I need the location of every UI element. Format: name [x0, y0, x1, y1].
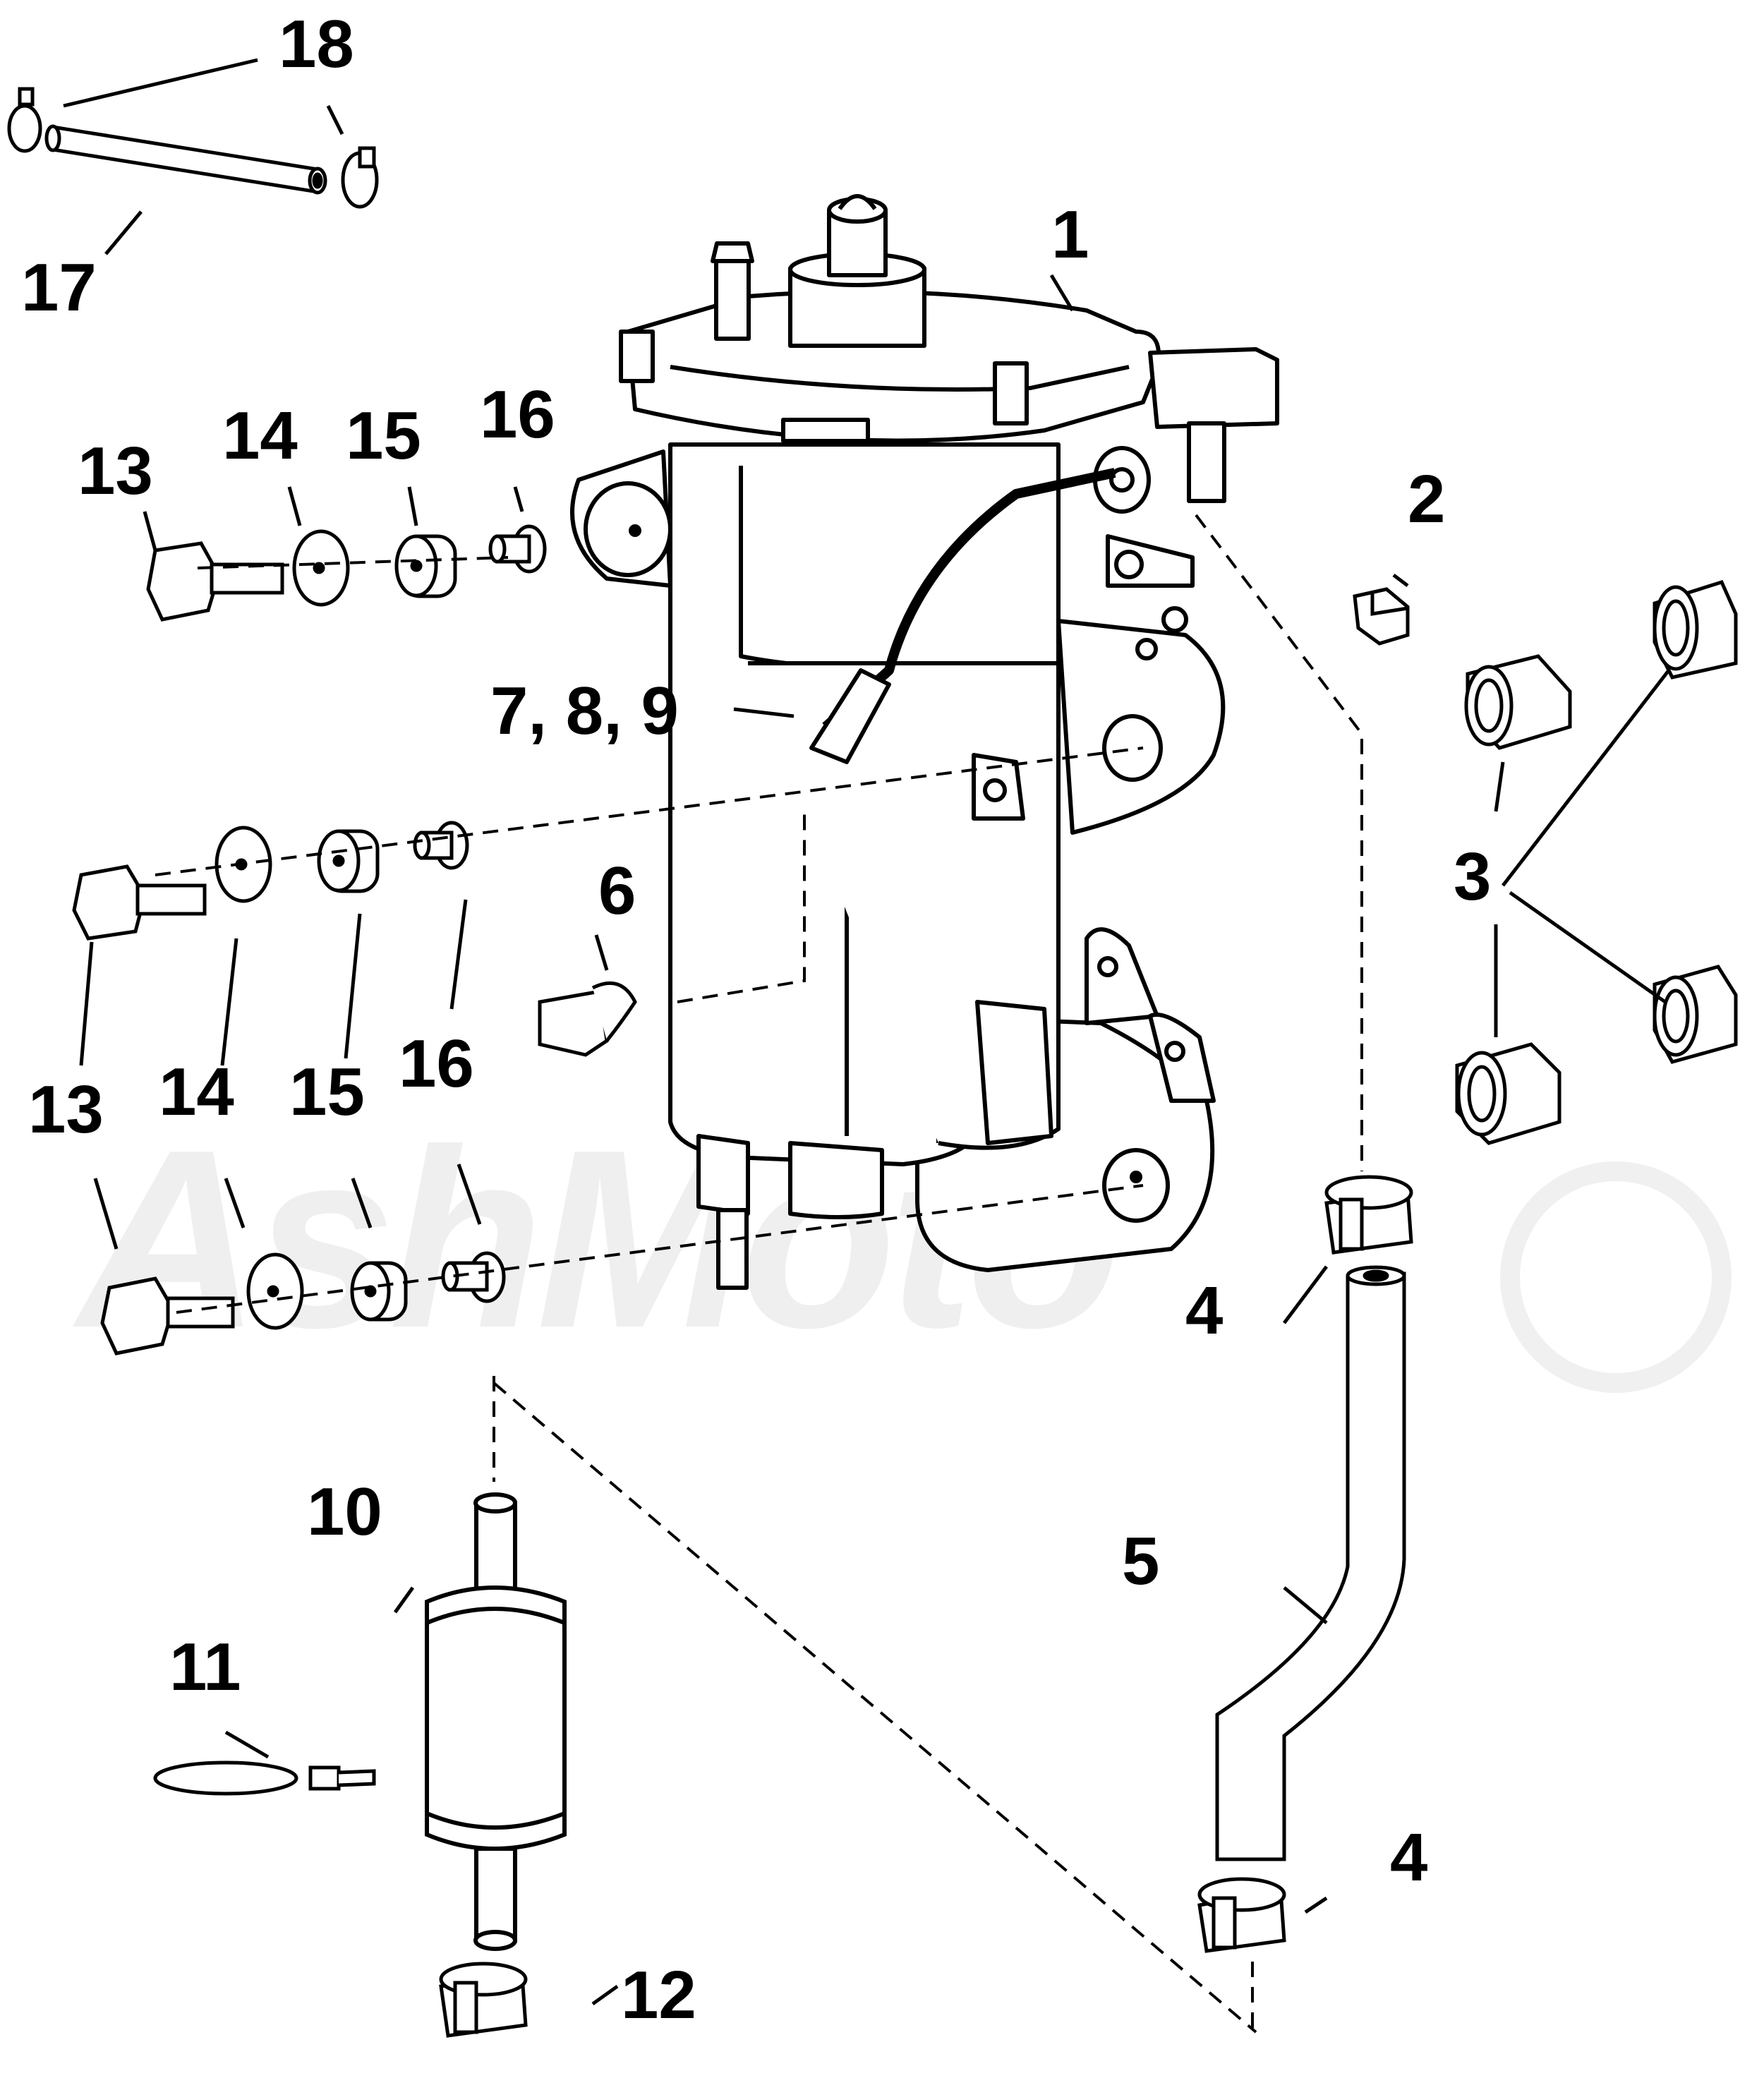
part-16-sleeve-lower	[441, 1251, 506, 1303]
callout-11: 11	[169, 1629, 241, 1705]
part-16-sleeve-upper	[488, 524, 547, 574]
part-11-cable-tie	[153, 1760, 376, 1796]
spacer-2	[1653, 579, 1738, 679]
spacer-3	[1653, 965, 1738, 1064]
callout-7-8-9: 7, 8, 9	[490, 673, 679, 749]
part-1-fuel-separator	[570, 194, 1279, 1290]
callout-4-lower: 4	[1390, 1820, 1427, 1895]
part-15-grommet-middle	[317, 829, 380, 893]
spacer-4	[1455, 1042, 1561, 1145]
part-18-clamp-left	[7, 87, 42, 153]
part-12-clamp	[439, 1962, 528, 2038]
part-6-clip	[538, 981, 637, 1057]
callout-14-lower: 14	[159, 1054, 234, 1130]
part-17-hose	[44, 124, 327, 195]
callout-13-lower: 13	[28, 1072, 104, 1147]
part-16-sleeve-middle	[413, 821, 469, 870]
callout-3: 3	[1454, 839, 1491, 914]
callout-labels: 1 2 3 4 4 5 6 7, 8, 9 10 11 12 13 13 14 …	[21, 6, 1491, 2033]
part-15-grommet-lower	[350, 1261, 408, 1322]
callout-18: 18	[279, 6, 354, 82]
callout-16-upper: 16	[480, 377, 555, 452]
callout-4-upper: 4	[1185, 1273, 1223, 1348]
callout-5: 5	[1122, 1523, 1159, 1599]
part-2-nut	[1353, 587, 1410, 646]
part-4-clamp-upper	[1324, 1175, 1413, 1255]
part-13-bolt-lower	[100, 1276, 235, 1355]
callout-10: 10	[307, 1474, 382, 1550]
callout-13-upper: 13	[78, 433, 153, 509]
callout-12: 12	[621, 1957, 696, 2033]
part-13-bolt-upper	[146, 541, 284, 622]
callout-16-lower: 16	[399, 1026, 474, 1101]
part-18-clamp-right	[341, 146, 379, 209]
part-5-hose	[1215, 1265, 1406, 1861]
callout-1: 1	[1051, 197, 1089, 272]
callout-14-upper: 14	[222, 398, 298, 473]
part-3-spacers	[1455, 579, 1738, 1145]
part-14-washer-upper	[292, 529, 350, 607]
callout-2: 2	[1408, 461, 1445, 537]
part-15-grommet-upper	[394, 534, 457, 598]
part-10-fuel-filter	[425, 1492, 567, 1951]
assembly-lines	[155, 514, 1363, 2034]
callout-15-lower: 15	[289, 1054, 365, 1130]
part-14-washer-lower	[246, 1252, 304, 1330]
part-13-bolt-middle	[72, 864, 207, 941]
callout-15-upper: 15	[346, 398, 421, 473]
watermark-wheel	[1500, 1161, 1732, 1393]
callout-6: 6	[598, 853, 636, 929]
spacer-1	[1464, 654, 1572, 750]
callout-17: 17	[21, 250, 97, 325]
leader-lines	[63, 58, 1670, 2006]
part-4-clamp-lower	[1197, 1877, 1286, 1953]
